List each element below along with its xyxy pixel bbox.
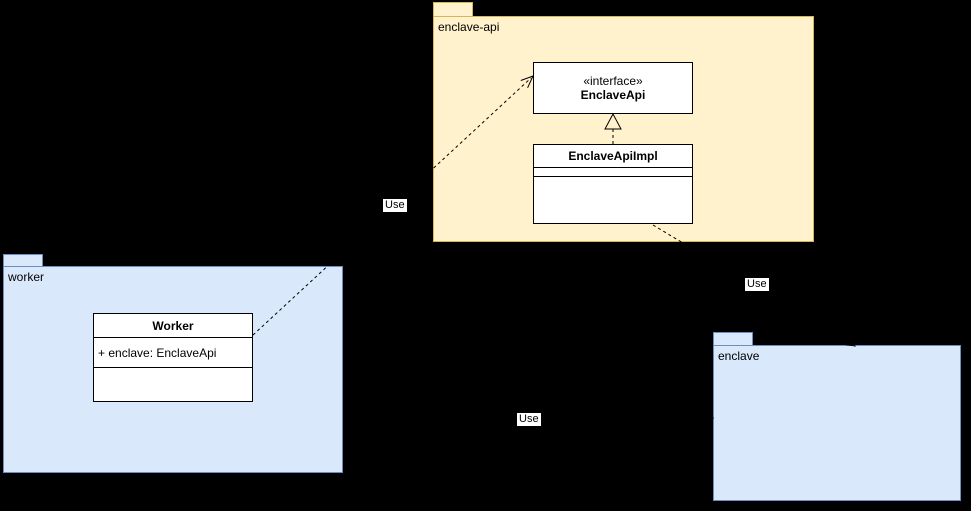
package-label-enclave: enclave <box>718 349 760 363</box>
attribute-enclave: + enclave: EnclaveApi <box>94 338 252 368</box>
class-enclave-api-impl: EnclaveApiImpl <box>533 144 693 224</box>
open-arrowhead-icon <box>700 412 715 424</box>
package-tab-worker <box>3 254 43 267</box>
methods-compartment-empty <box>534 177 692 223</box>
class-name-enclave-api: EnclaveApi <box>580 88 646 102</box>
use-label-worker-to-enclave: Use <box>517 413 541 426</box>
class-name-enclave-api-impl: EnclaveApiImpl <box>534 145 692 168</box>
package-label-worker: worker <box>8 270 45 284</box>
class-name-worker: Worker <box>94 314 252 338</box>
class-enclave-api-interface: «interface» EnclaveApi <box>533 62 693 114</box>
package-enclave: enclave <box>713 345 961 501</box>
methods-compartment-empty <box>94 368 252 401</box>
interface-stereotype-label: «interface» <box>583 74 643 88</box>
package-tab-enclave-api <box>433 2 473 17</box>
attributes-compartment-empty <box>534 168 692 177</box>
class-worker: Worker + enclave: EnclaveApi <box>93 313 253 402</box>
use-label-worker-to-enclaveapi: Use <box>383 199 407 212</box>
package-label-enclave-api: enclave-api <box>438 20 500 34</box>
use-label-impl-to-enclave: Use <box>745 278 769 291</box>
package-tab-enclave <box>713 332 753 346</box>
